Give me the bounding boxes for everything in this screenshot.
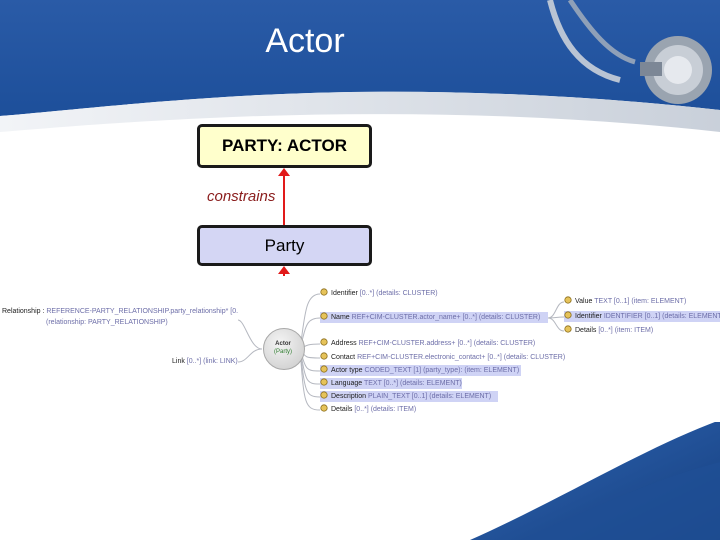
- item-label: Name: [331, 314, 350, 321]
- arrowhead-actor: [278, 168, 290, 176]
- item-type: PLAIN_TEXT [0..1] (details: ELEMENT): [367, 393, 492, 400]
- element-icon: [320, 312, 328, 320]
- item-label: Contact: [331, 354, 356, 361]
- item-type: [0..*] (link: LINK): [186, 358, 238, 365]
- element-icon: [320, 365, 328, 373]
- item-label: Identifier: [331, 290, 358, 297]
- mindmap-right-item[interactable]: Contact REF+CIM-CLUSTER.electronic_conta…: [320, 352, 572, 363]
- mindmap-right-item[interactable]: Address REF+CIM-CLUSTER.address+ [0..*] …: [320, 338, 552, 349]
- item-label: Details: [575, 327, 597, 334]
- element-icon: [320, 338, 328, 346]
- mindmap-center-title: Actor: [275, 341, 291, 347]
- item-label: Link: [172, 358, 185, 365]
- mindmap-right-item[interactable]: Name REF+CIM-CLUSTER.actor_name+ [0..*] …: [320, 312, 548, 323]
- mindmap-right-item[interactable]: Description PLAIN_TEXT [0..1] (details: …: [320, 391, 498, 402]
- arrowhead-party: [278, 266, 290, 274]
- party-actor-box: PARTY: ACTOR: [197, 124, 372, 168]
- item-type: REFERENCE-PARTY_RELATIONSHIP.party_relat…: [46, 308, 238, 315]
- element-icon: [320, 288, 328, 296]
- stethoscope-icon: [547, 0, 712, 104]
- element-icon: [564, 325, 572, 333]
- mindmap-right-item[interactable]: Identifier [0..*] (details: CLUSTER): [320, 288, 444, 299]
- item-type: CODED_TEXT [1] (party_type): (item: ELEM…: [364, 367, 520, 374]
- mindmap-center-subtitle: (Party): [274, 349, 292, 355]
- item-type: REF+CIM-CLUSTER.address+ [0..*] (details…: [358, 340, 536, 347]
- item-type: REF+CIM-CLUSTER.actor_name+ [0..*] (deta…: [351, 314, 541, 321]
- item-type: [0..*] (item: ITEM): [598, 327, 654, 334]
- constrains-label-1: constrains: [207, 188, 276, 205]
- item-label: Value: [575, 298, 593, 305]
- item-type: REF+CIM-CLUSTER.electronic_contact+ [0..…: [357, 354, 566, 361]
- mindmap-left-item[interactable]: (relationship: PARTY_RELATIONSHIP): [46, 317, 238, 328]
- mindmap-right-item[interactable]: Details [0..*] (details: ITEM): [320, 404, 424, 415]
- mindmap-left-item[interactable]: Link [0..*] (link: LINK): [172, 356, 238, 367]
- element-icon: [320, 378, 328, 386]
- element-icon: [564, 296, 572, 304]
- item-type: IDENTIFIER [0..1] (details: ELEMENT): [603, 313, 720, 320]
- item-type: (relationship: PARTY_RELATIONSHIP): [46, 319, 168, 326]
- mindmap-sub-item[interactable]: Details [0..*] (item: ITEM): [564, 325, 664, 336]
- mindmap-left-item[interactable]: Relationship : REFERENCE-PARTY_RELATIONS…: [2, 306, 238, 317]
- mindmap-sub-item[interactable]: Value TEXT [0..1] (item: ELEMENT): [564, 296, 690, 307]
- item-label: Description: [331, 393, 367, 400]
- item-label: Address: [331, 340, 357, 347]
- element-icon: [320, 391, 328, 399]
- slide-title: Actor: [265, 22, 345, 60]
- item-label: Actor type: [331, 367, 363, 374]
- element-icon: [320, 404, 328, 412]
- item-label: Language: [331, 380, 363, 387]
- mindmap-panel: Actor (Party) Relationship : REFERENCE-P…: [0, 276, 720, 422]
- item-type: TEXT [0..1] (item: ELEMENT): [594, 298, 687, 305]
- item-label: Relationship :: [2, 308, 45, 315]
- item-label: Identifier: [575, 313, 602, 320]
- mindmap-center-node[interactable]: [263, 328, 305, 370]
- party-box: Party: [197, 225, 372, 266]
- item-type: TEXT [0..*] (details: ELEMENT): [363, 380, 462, 387]
- mindmap-right-item[interactable]: Language TEXT [0..*] (details: ELEMENT): [320, 378, 462, 389]
- element-icon: [564, 311, 572, 319]
- element-icon: [320, 352, 328, 360]
- mindmap-right-item[interactable]: Actor type CODED_TEXT [1] (party_type): …: [320, 365, 521, 376]
- item-type: [0..*] (details: ITEM): [354, 406, 417, 413]
- item-type: [0..*] (details: CLUSTER): [359, 290, 438, 297]
- item-label: Details: [331, 406, 353, 413]
- mindmap-sub-item[interactable]: Identifier IDENTIFIER [0..1] (details: E…: [564, 311, 720, 322]
